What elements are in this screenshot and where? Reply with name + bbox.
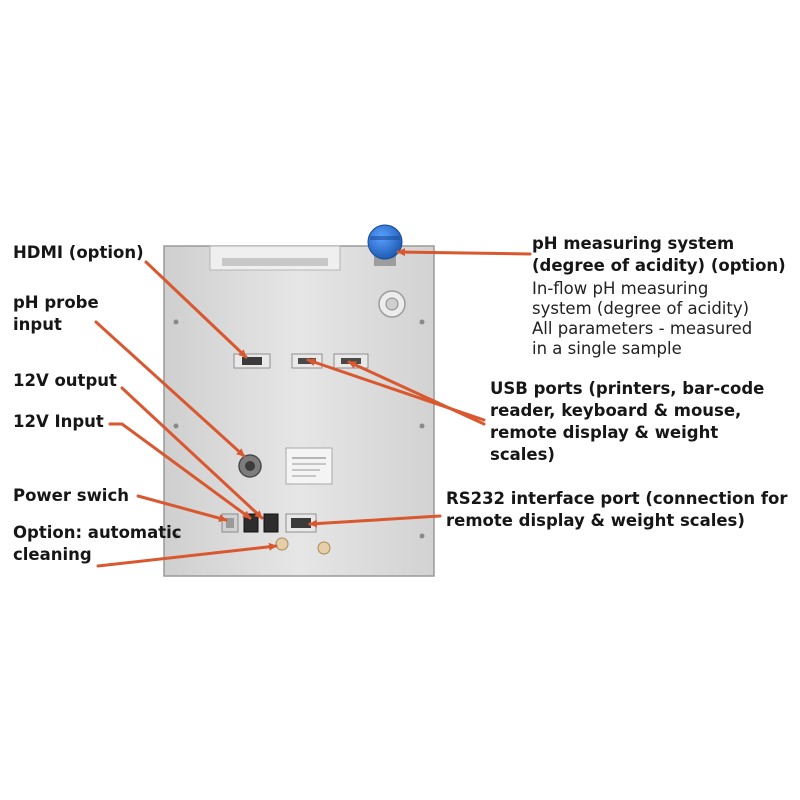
device-label-plate [285, 447, 333, 485]
arrow-12v-output [120, 386, 264, 520]
ph-system-desc-line-1: In-flow pH measuring [532, 279, 709, 298]
label-usb-line-3: remote display & weight [490, 423, 719, 442]
power-switch [221, 513, 239, 533]
label-12v-input: 12V Input [13, 412, 104, 431]
label-usb-line-1: USB ports (printers, bar-code [490, 379, 765, 398]
arrow-12v-input [108, 422, 252, 520]
arrow-hdmi [144, 260, 248, 359]
cleaning-fitting-2 [317, 541, 331, 555]
label-ph-system-description: In-flow pH measuring system (degree of a… [532, 279, 752, 359]
label-ph-probe: pH probe input [13, 292, 99, 336]
label-usb-line-4: scales) [490, 445, 555, 464]
usb-port-2 [333, 353, 369, 369]
label-12v-output: 12V output [13, 371, 117, 390]
label-rs232-line-2: remote display & weight scales) [446, 511, 745, 530]
ph-system-desc-line-3: All parameters - measured [532, 319, 753, 338]
label-ph-probe-line-2: input [13, 315, 62, 334]
label-ph-system-line-2: (degree of acidity) (option) [532, 256, 786, 275]
label-cleaning-line-2: cleaning [13, 545, 92, 564]
arrow-cleaning [96, 542, 278, 568]
label-rs232: RS232 interface port (connection for rem… [446, 488, 787, 532]
arrow-rs232 [308, 514, 442, 528]
ph-fitting [378, 290, 406, 318]
arrow-usb-2 [347, 360, 486, 426]
label-hdmi: HDMI (option) [13, 243, 144, 262]
ph-cap [367, 224, 403, 266]
dc-12v-output-port [263, 513, 279, 533]
arrow-ph-probe [94, 320, 246, 458]
label-ph-probe-line-1: pH probe [13, 293, 99, 312]
label-cleaning-line-1: Option: automatic [13, 523, 182, 542]
ph-probe-connector [238, 454, 262, 478]
arrow-power [136, 494, 228, 523]
label-cleaning: Option: automatic cleaning [13, 522, 182, 566]
callout-arrows [94, 248, 532, 568]
cleaning-fitting-1 [275, 537, 289, 551]
label-usb-line-2: reader, keyboard & mouse, [490, 401, 742, 420]
label-rs232-line-1: RS232 interface port (connection for [446, 489, 788, 508]
ph-system-desc-line-4: in a single sample [532, 339, 682, 358]
ph-system-desc-line-2: system (degree of acidity) [532, 299, 750, 318]
label-ph-system-line-1: pH measuring system [532, 234, 735, 253]
label-power-switch: Power swich [13, 486, 129, 505]
hdmi-port [233, 353, 271, 369]
arrow-ph-system [396, 248, 532, 257]
label-ph-system-title: pH measuring system (degree of acidity) … [532, 233, 786, 277]
label-usb-ports: USB ports (printers, bar-code reader, ke… [490, 378, 764, 466]
